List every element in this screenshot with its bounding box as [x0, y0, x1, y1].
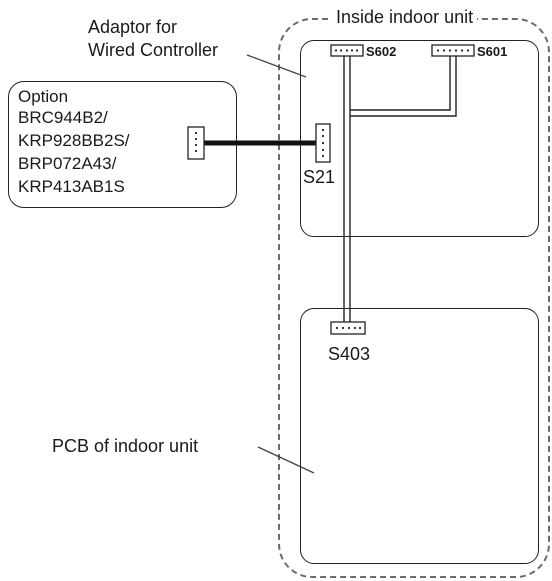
- s602-label: S602: [366, 44, 397, 59]
- option-model-1: BRC944B2/: [18, 108, 108, 127]
- s403-connector: [330, 321, 366, 335]
- s601-wire-b: [350, 56, 457, 117]
- adaptor-label-line2: Wired Controller: [88, 40, 219, 60]
- indoor-pcb-board: [300, 308, 539, 564]
- option-title: Option: [18, 87, 69, 106]
- inside-indoor-unit-title: Inside indoor unit: [332, 7, 478, 28]
- s21-label: S21: [303, 167, 336, 187]
- adaptor-board: [300, 40, 539, 237]
- pcb-leader-line: [257, 446, 315, 474]
- adaptor-leader-line: [246, 54, 307, 78]
- pcb-label: PCB of indoor unit: [52, 436, 199, 456]
- option-model-3: BRP072A43/: [18, 154, 117, 173]
- s601-connector: [431, 44, 475, 57]
- s403-label: S403: [328, 344, 371, 364]
- option-model-4: KRP413AB1S: [18, 177, 125, 196]
- s601-label: S601: [477, 44, 508, 59]
- option-connector: [187, 126, 205, 160]
- adaptor-label-line1: Adaptor for: [88, 17, 178, 37]
- s21-connector: [315, 123, 331, 163]
- option-model-2: KRP928BB2S/: [18, 131, 130, 150]
- s602-connector: [330, 44, 364, 57]
- s601-wire-a: [350, 56, 451, 111]
